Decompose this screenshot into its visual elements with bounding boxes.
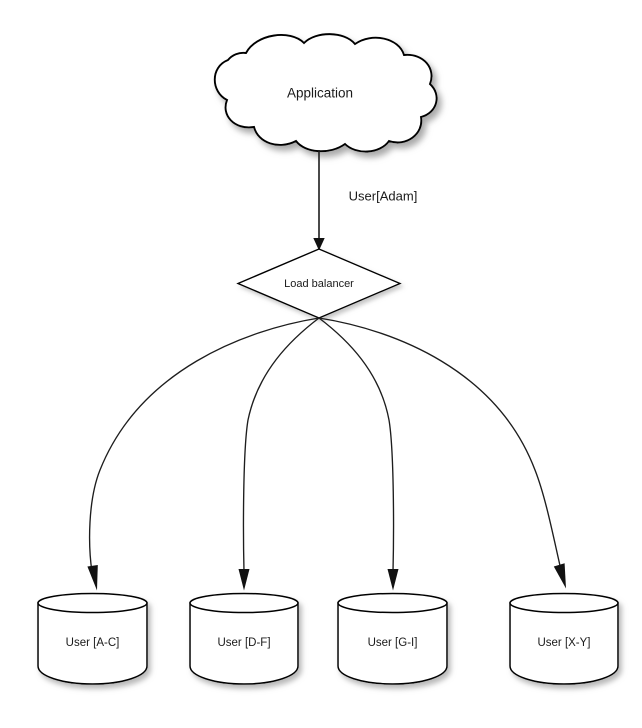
edge-balancer-to-store-2-arrowhead — [238, 569, 250, 591]
datastore-node-1[interactable]: User [A-C] — [37, 592, 148, 685]
cylinder-body-2 — [189, 602, 299, 685]
datastore-label-4: User [X-Y] — [537, 637, 590, 649]
edge-balancer-to-store-4-arrowhead — [553, 563, 566, 589]
datastore-label-2: User [D-F] — [217, 637, 270, 649]
edge-app-to-balancer: User[Adam] — [313, 150, 417, 251]
edge-app-to-balancer-arrowhead — [313, 238, 325, 251]
datastore-label-3: User [G-I] — [368, 637, 418, 649]
application-label: Application — [287, 86, 353, 101]
cloud-shape — [213, 33, 438, 153]
edge-balancer-to-store-1 — [87, 317, 320, 591]
datastore-node-4[interactable]: User [X-Y] — [509, 592, 619, 685]
edge-app-to-balancer-label: User[Adam] — [349, 188, 418, 203]
edge-balancer-to-store-3 — [318, 317, 399, 591]
datastore-node-3[interactable]: User [G-I] — [337, 592, 448, 685]
edge-balancer-to-store-3-line — [318, 317, 395, 573]
cylinder-body-3 — [337, 602, 448, 685]
edge-balancer-to-store-4 — [318, 317, 566, 589]
edge-balancer-to-store-3-arrowhead — [387, 569, 399, 591]
edge-balancer-to-store-2 — [238, 317, 320, 591]
cylinder-top-4 — [509, 592, 619, 614]
edge-balancer-to-store-2-line — [242, 317, 320, 573]
datastore-node-2[interactable]: User [D-F] — [189, 592, 299, 685]
edge-balancer-to-store-1-arrowhead — [87, 565, 98, 591]
cylinder-top-2 — [189, 592, 299, 614]
edge-balancer-to-store-1-line — [88, 317, 320, 573]
cylinder-body-4 — [509, 602, 619, 685]
edge-balancer-to-store-4-line — [318, 317, 562, 571]
cylinder-top-3 — [337, 592, 448, 614]
datastore-label-1: User [A-C] — [66, 637, 120, 649]
cylinder-top-1 — [37, 592, 148, 614]
application-node[interactable]: Application — [213, 33, 438, 153]
load-balancer-node[interactable]: Load balancer — [236, 248, 402, 319]
cylinder-body-1 — [37, 602, 148, 685]
load-balancer-label: Load balancer — [284, 278, 354, 290]
